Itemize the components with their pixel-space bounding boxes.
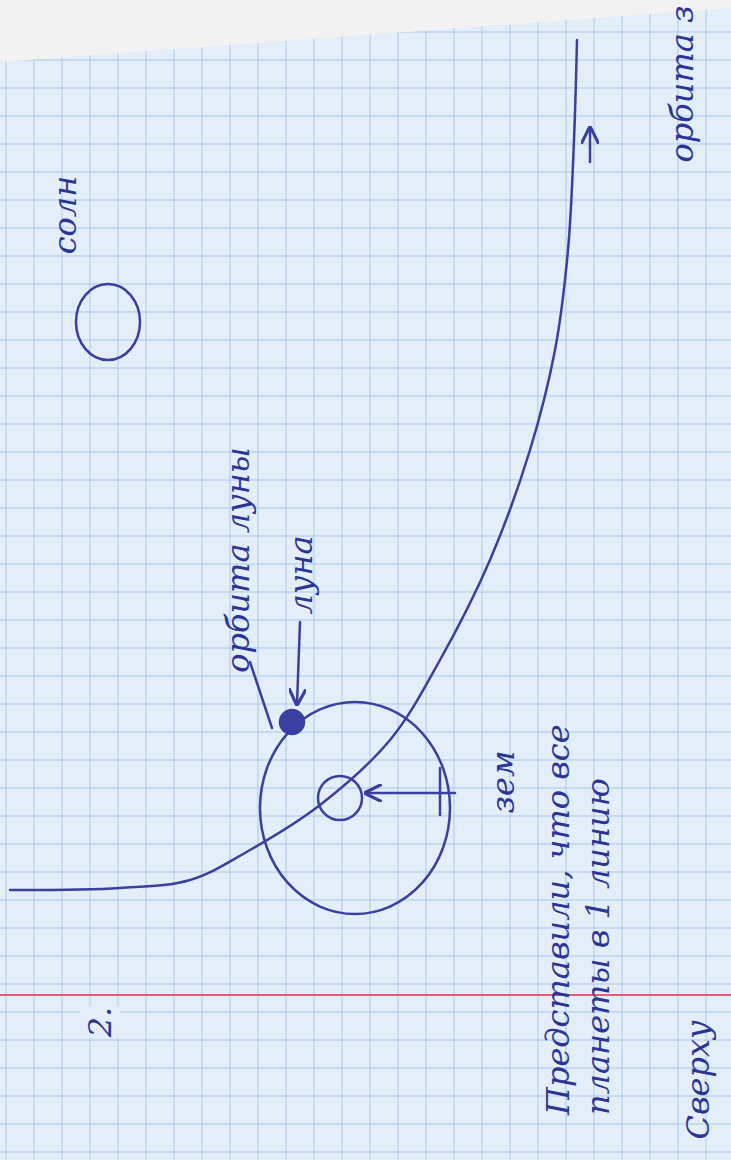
grid-line — [0, 312, 731, 313]
grid-line — [706, 0, 707, 1160]
grid-line — [0, 480, 731, 481]
grid-line — [538, 0, 539, 1160]
grid-line — [202, 0, 203, 1160]
grid-line — [0, 256, 731, 257]
grid-line — [0, 1124, 731, 1125]
grid-line — [0, 760, 731, 761]
grid-line — [0, 368, 731, 369]
grid-line — [174, 0, 175, 1160]
grid-line — [370, 0, 371, 1160]
grid-line — [0, 144, 731, 145]
grid-line — [0, 648, 731, 649]
grid-line — [146, 0, 147, 1160]
grid-line — [0, 956, 731, 957]
pointer-tick — [439, 768, 442, 815]
grid-line — [0, 844, 731, 845]
grid-line — [0, 620, 731, 621]
sun-label: солн — [45, 176, 85, 255]
grid-line — [0, 984, 731, 985]
grid-line — [90, 0, 91, 1160]
grid-line — [426, 0, 427, 1160]
earth-orbit — [10, 40, 577, 890]
grid-line — [0, 228, 731, 229]
grid-line — [510, 0, 511, 1160]
grid-line — [118, 0, 119, 1160]
grid-line — [0, 88, 731, 89]
grid-line — [454, 0, 455, 1160]
moon-orbit — [260, 702, 450, 914]
grid-line — [0, 424, 731, 425]
grid-line — [622, 0, 623, 1160]
item-number: 2. — [80, 1007, 120, 1038]
margin-line — [0, 994, 731, 996]
direction-arrow — [589, 128, 592, 162]
moon-label: луна — [280, 535, 320, 614]
earth-circle — [318, 776, 362, 820]
grid-line — [0, 816, 731, 817]
grid-line — [0, 1096, 731, 1097]
grid-line — [342, 0, 343, 1160]
grid-line — [0, 928, 731, 929]
grid-line — [0, 788, 731, 789]
grid-line — [0, 172, 731, 173]
grid-line — [62, 0, 63, 1160]
moon-circle — [280, 710, 304, 734]
grid-line — [0, 1040, 731, 1041]
grid-line — [0, 116, 731, 117]
grid-line — [6, 0, 7, 1160]
top-view-label: Сверху — [677, 1020, 717, 1139]
grid-line — [0, 900, 731, 901]
grid-line — [0, 676, 731, 677]
sun-circle — [76, 284, 140, 360]
earth-label: зем — [483, 751, 523, 814]
grid-line — [0, 732, 731, 733]
grid-line — [0, 872, 731, 873]
grid-line — [0, 508, 731, 509]
grid-line — [0, 536, 731, 537]
grid-line — [678, 0, 679, 1160]
grid-line — [650, 0, 651, 1160]
grid-line — [0, 1068, 731, 1069]
paper-edge — [0, 0, 731, 62]
grid-line — [0, 60, 731, 61]
grid-line — [0, 564, 731, 565]
grid-line — [34, 0, 35, 1160]
grid-line — [0, 1152, 731, 1153]
earth-orbit-label: орбита з — [662, 6, 702, 163]
grid-line — [0, 340, 731, 341]
earth-pointer — [366, 792, 455, 795]
grid-line — [0, 200, 731, 201]
grid-line — [0, 452, 731, 453]
grid-line — [0, 396, 731, 397]
grid-line — [258, 0, 259, 1160]
moon-orbit-label: орбита луны — [218, 447, 258, 673]
moon-pointer — [297, 622, 300, 704]
grid-line — [0, 592, 731, 593]
grid-line — [398, 0, 399, 1160]
note-text: Представили, что все планеты в 1 линию — [538, 695, 618, 1115]
